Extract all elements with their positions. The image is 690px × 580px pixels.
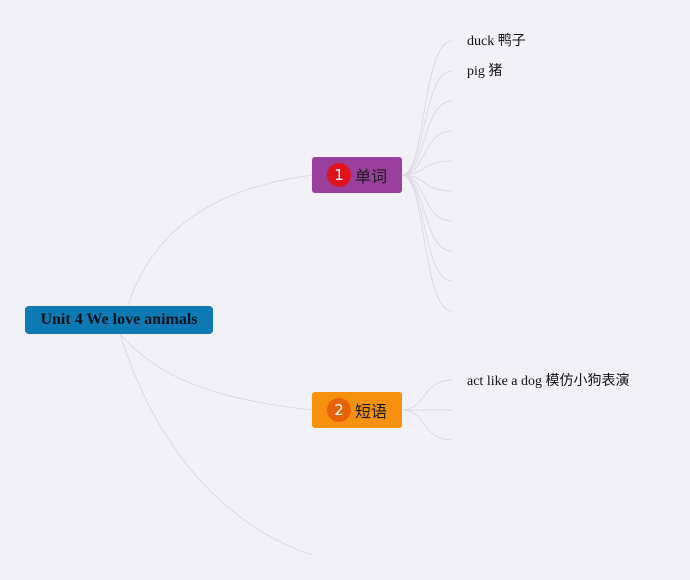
branch-number-badge: 1 [327,163,351,187]
branch-node-words[interactable]: 1 单词 [312,157,402,193]
root-link-words [119,174,313,335]
leaf-link [401,379,453,411]
leaf-link [401,100,453,176]
branch-label-words: 单词 [355,167,388,186]
leaf-link [401,409,453,441]
leaf-word[interactable]: duck 鸭子 [467,34,526,49]
branch-node-phrases[interactable]: 2 短语 [312,392,402,428]
leaf-link [401,160,453,176]
leaf-link [401,174,453,252]
leaf-link [401,174,453,222]
root-label: Unit 4 We love animals [40,311,198,328]
leaf-phrase[interactable]: act like a dog 模仿小狗表演 [467,374,630,389]
branch-number-badge: 2 [327,398,351,422]
leaf-link [401,174,453,192]
leaf-word[interactable]: pig 猪 [467,64,503,79]
root-node[interactable]: Unit 4 We love animals [25,306,213,334]
leaf-link [401,130,453,176]
leaf-link [401,70,453,176]
leaf-link [401,40,453,176]
root-link-phrases [119,333,313,411]
branch-label-phrases: 短语 [355,402,388,421]
leaf-link [401,174,453,312]
root-link-empty [119,333,313,556]
